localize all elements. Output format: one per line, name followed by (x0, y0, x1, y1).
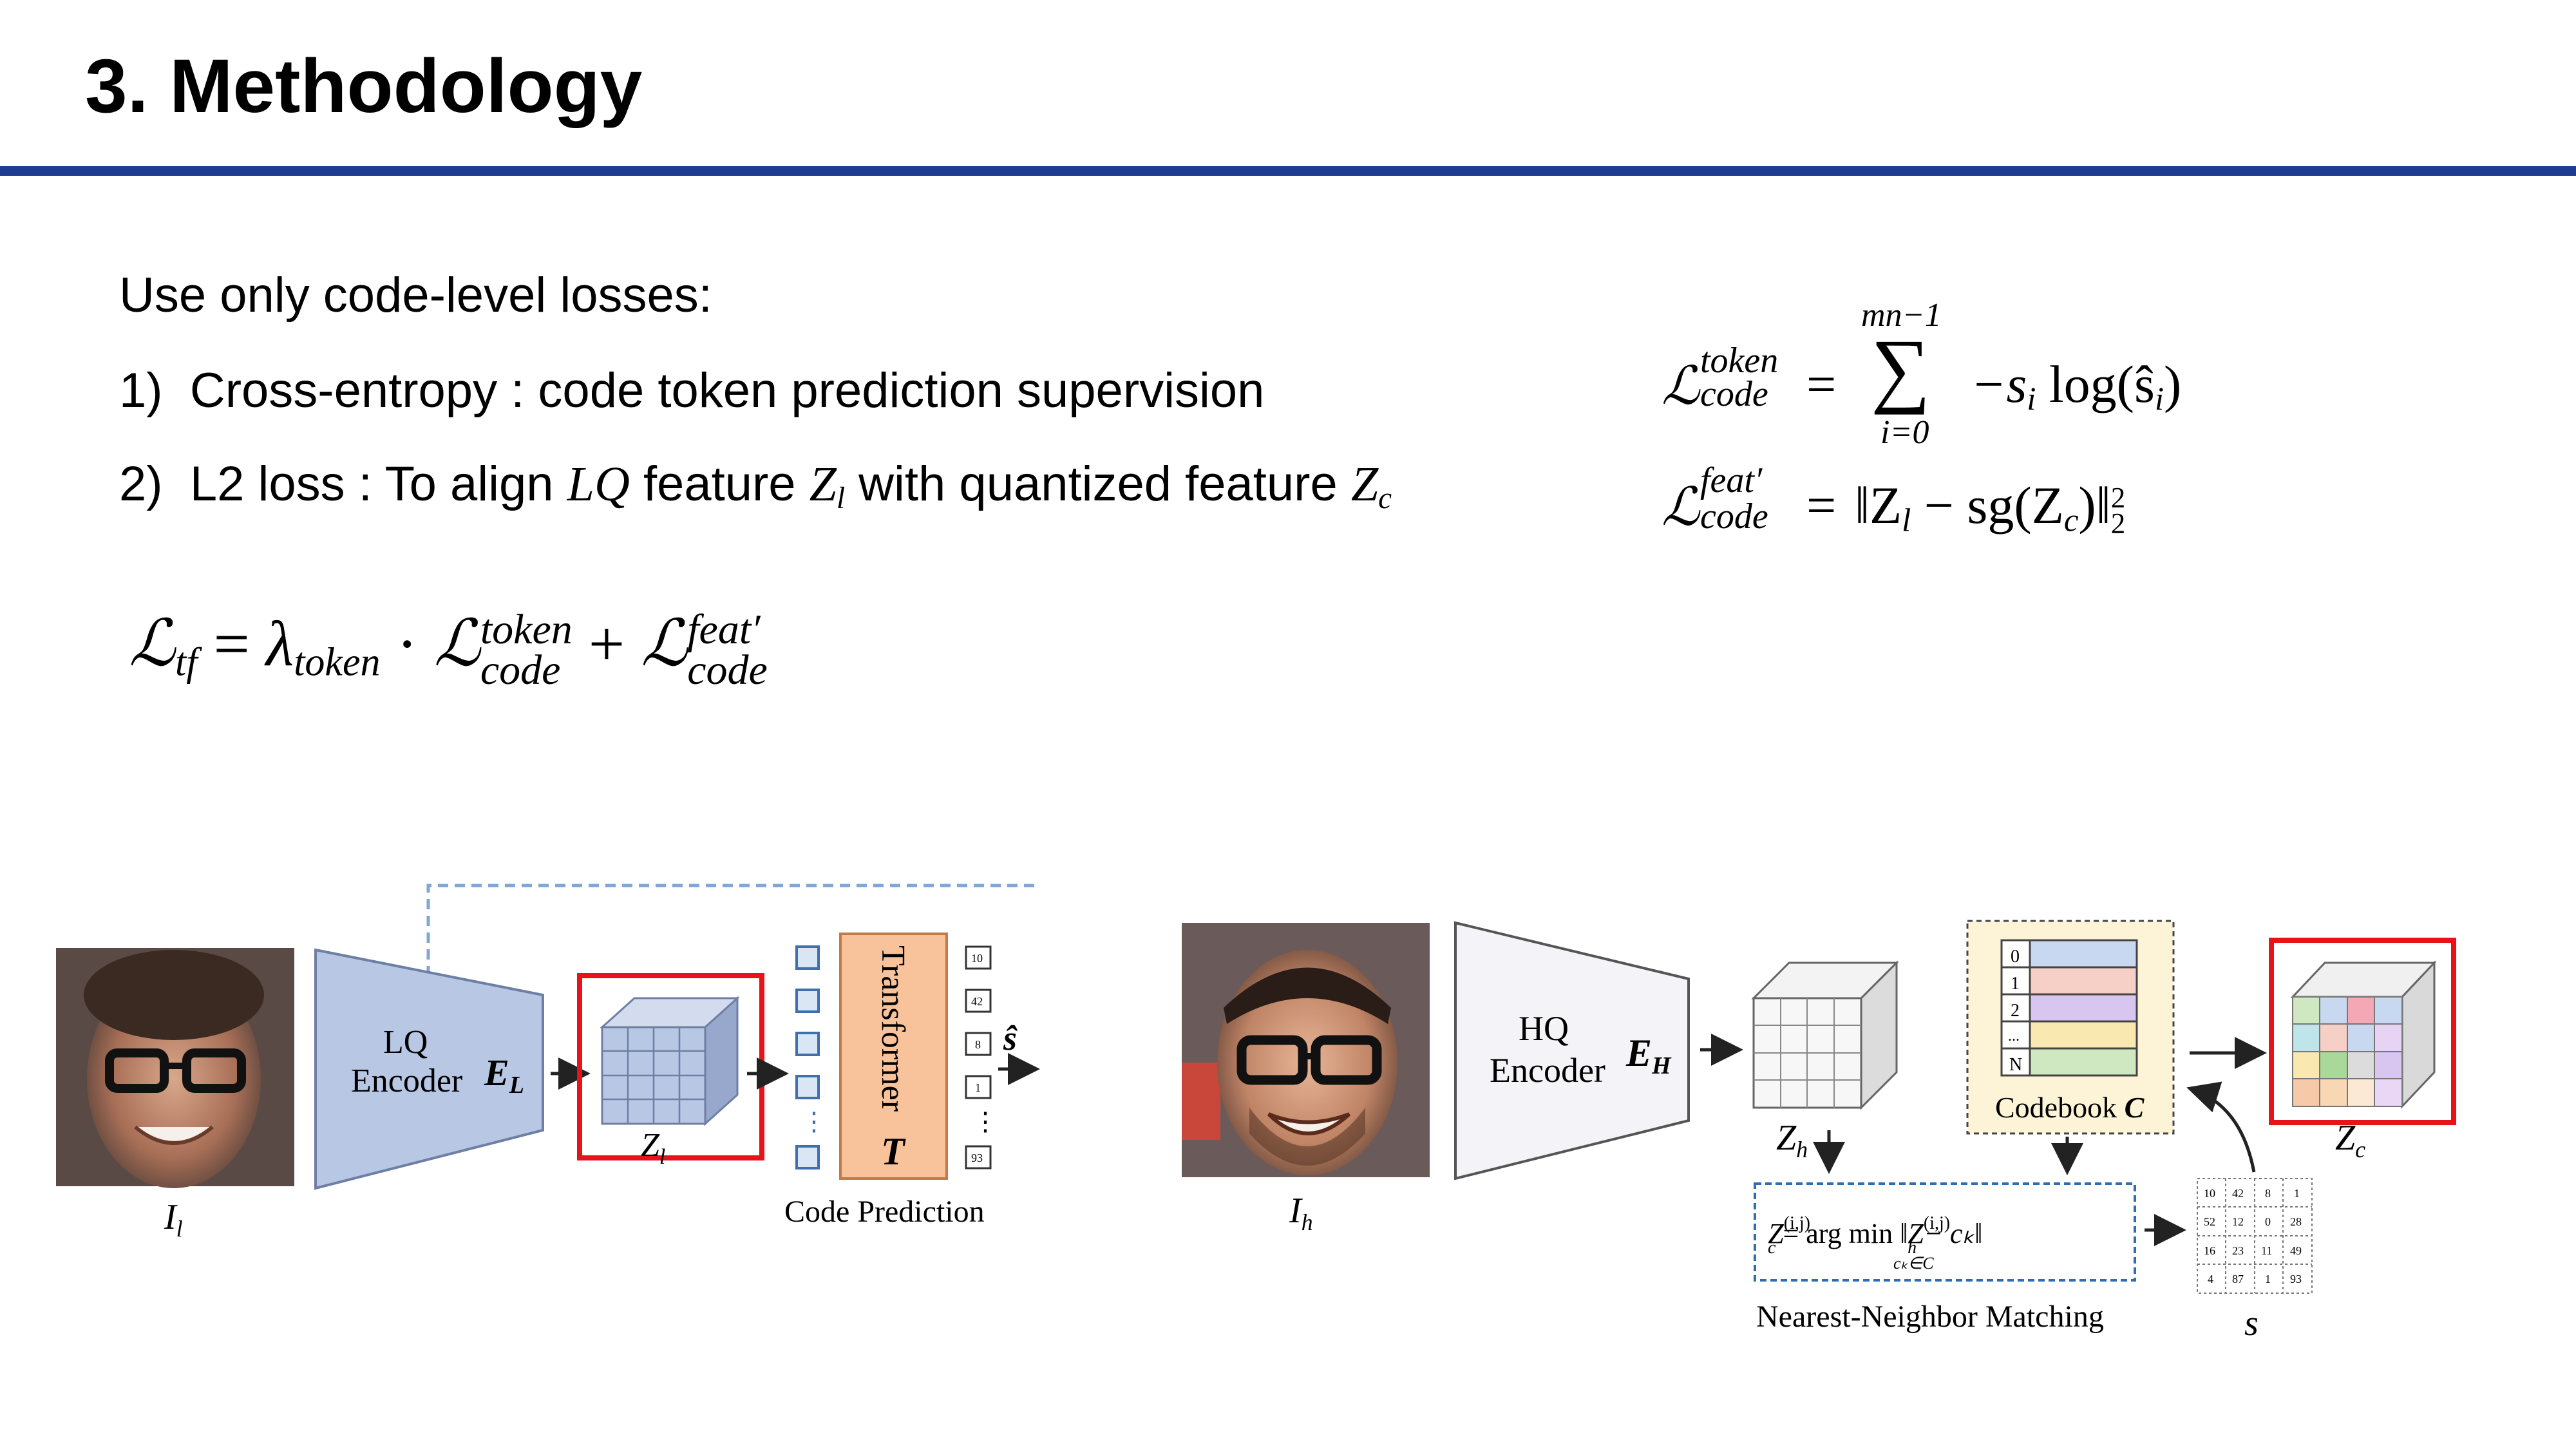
svg-text:28: 28 (2290, 1215, 2302, 1228)
intro-text: Use only code-level losses: (119, 267, 712, 323)
svg-text:8: 8 (975, 1038, 981, 1051)
svg-text:1: 1 (2294, 1187, 2300, 1200)
input-token-ellipsis: ⋮ (801, 1107, 827, 1136)
bullet-1-text: Cross-entropy : code token prediction su… (190, 363, 1265, 418)
transformer-label: Transformer (875, 945, 911, 1112)
svg-text:52: 52 (2204, 1215, 2215, 1228)
zh-label: Zh (1776, 1118, 1808, 1162)
slide-title: 3. Methodology (85, 45, 642, 129)
svg-text:87: 87 (2232, 1273, 2244, 1285)
hq-codebook-figure: Ih HQ Encoder EH Zh 0 1 2 ... N Codebook… (1159, 902, 2479, 1365)
svg-text:10: 10 (971, 952, 983, 965)
title-underline (0, 166, 2576, 176)
svg-text:93: 93 (971, 1151, 983, 1164)
bullet-2: 2) L2 loss : To align LQ feature Zl with… (119, 456, 1392, 516)
svg-text:12: 12 (2232, 1215, 2244, 1228)
codebook-label: Codebook C (1995, 1091, 2145, 1124)
output-tokens: 10 42 8 1 93 ⋮ (966, 947, 998, 1168)
bullet-2-number: 2) (119, 457, 163, 511)
svg-text:4: 4 (2208, 1273, 2213, 1285)
svg-text:⋮: ⋮ (972, 1107, 998, 1136)
codebook-entries: 0 1 2 ... N (2002, 940, 2137, 1075)
lq-face-image (56, 948, 294, 1188)
svg-text:N: N (2009, 1055, 2022, 1075)
svg-text:16: 16 (2204, 1244, 2215, 1257)
hq-face-image (1182, 923, 1430, 1177)
code-prediction-caption: Code Prediction (784, 1195, 985, 1229)
svg-text:0: 0 (2265, 1215, 2271, 1228)
svg-text:42: 42 (2232, 1187, 2244, 1200)
svg-text:11: 11 (2261, 1244, 2272, 1257)
zl-label: Zl (641, 1127, 665, 1169)
svg-text:49: 49 (2290, 1244, 2302, 1257)
bullet-2-text-a: L2 loss : To align (190, 457, 567, 511)
svg-text:0: 0 (2011, 947, 2020, 967)
hq-encoder-label-1: HQ (1519, 1009, 1569, 1048)
svg-text:1: 1 (2265, 1273, 2271, 1285)
nn-argmin-subscript: cₖ∈C (1893, 1254, 1934, 1273)
nn-caption: Nearest-Neighbor Matching (1756, 1300, 2104, 1334)
transformer-symbol: T (881, 1130, 906, 1173)
s-index-grid: 10 42 8 1 52 12 0 28 16 23 11 49 4 87 1 93 (2197, 1179, 2312, 1293)
s-label: s (2244, 1303, 2259, 1343)
svg-text:93: 93 (2290, 1273, 2302, 1285)
bullet-1-number: 1) (119, 363, 163, 418)
svg-text:2: 2 (2011, 1001, 2020, 1021)
zl-feature-cube (602, 998, 737, 1124)
lq-encoder-label-1: LQ (383, 1024, 428, 1061)
svg-text:10: 10 (2204, 1187, 2215, 1200)
arrow-s-to-codebook (2190, 1088, 2254, 1172)
svg-text:1: 1 (975, 1081, 981, 1094)
svg-text:42: 42 (971, 995, 983, 1008)
bullet-2-text-c: with quantized feature (845, 457, 1351, 511)
lq-symbol: LQ (567, 457, 630, 511)
hq-image-label: Ih (1289, 1191, 1313, 1235)
zl-symbol: Zl (810, 457, 845, 511)
lq-encoder-label-2: Encoder (351, 1063, 462, 1099)
zc-quantized-cube (2293, 963, 2434, 1106)
lq-image-label: Il (164, 1197, 183, 1242)
svg-text:8: 8 (2265, 1187, 2271, 1200)
svg-text:1: 1 (2011, 974, 2020, 994)
bullet-1: 1) Cross-entropy : code token prediction… (119, 363, 1264, 419)
hq-encoder-label-2: Encoder (1490, 1051, 1605, 1090)
s-hat-label: ŝ (1003, 1019, 1018, 1057)
svg-text:23: 23 (2232, 1244, 2244, 1257)
zc-symbol: Zc (1351, 457, 1392, 511)
lq-pipeline-figure: Il LQ Encoder EL Zl ⋮ Transformer T 10 4… (0, 857, 1095, 1307)
zh-feature-cube (1754, 963, 1897, 1108)
svg-text:...: ... (2008, 1028, 2020, 1045)
bullet-2-text-b: feature (630, 457, 810, 511)
